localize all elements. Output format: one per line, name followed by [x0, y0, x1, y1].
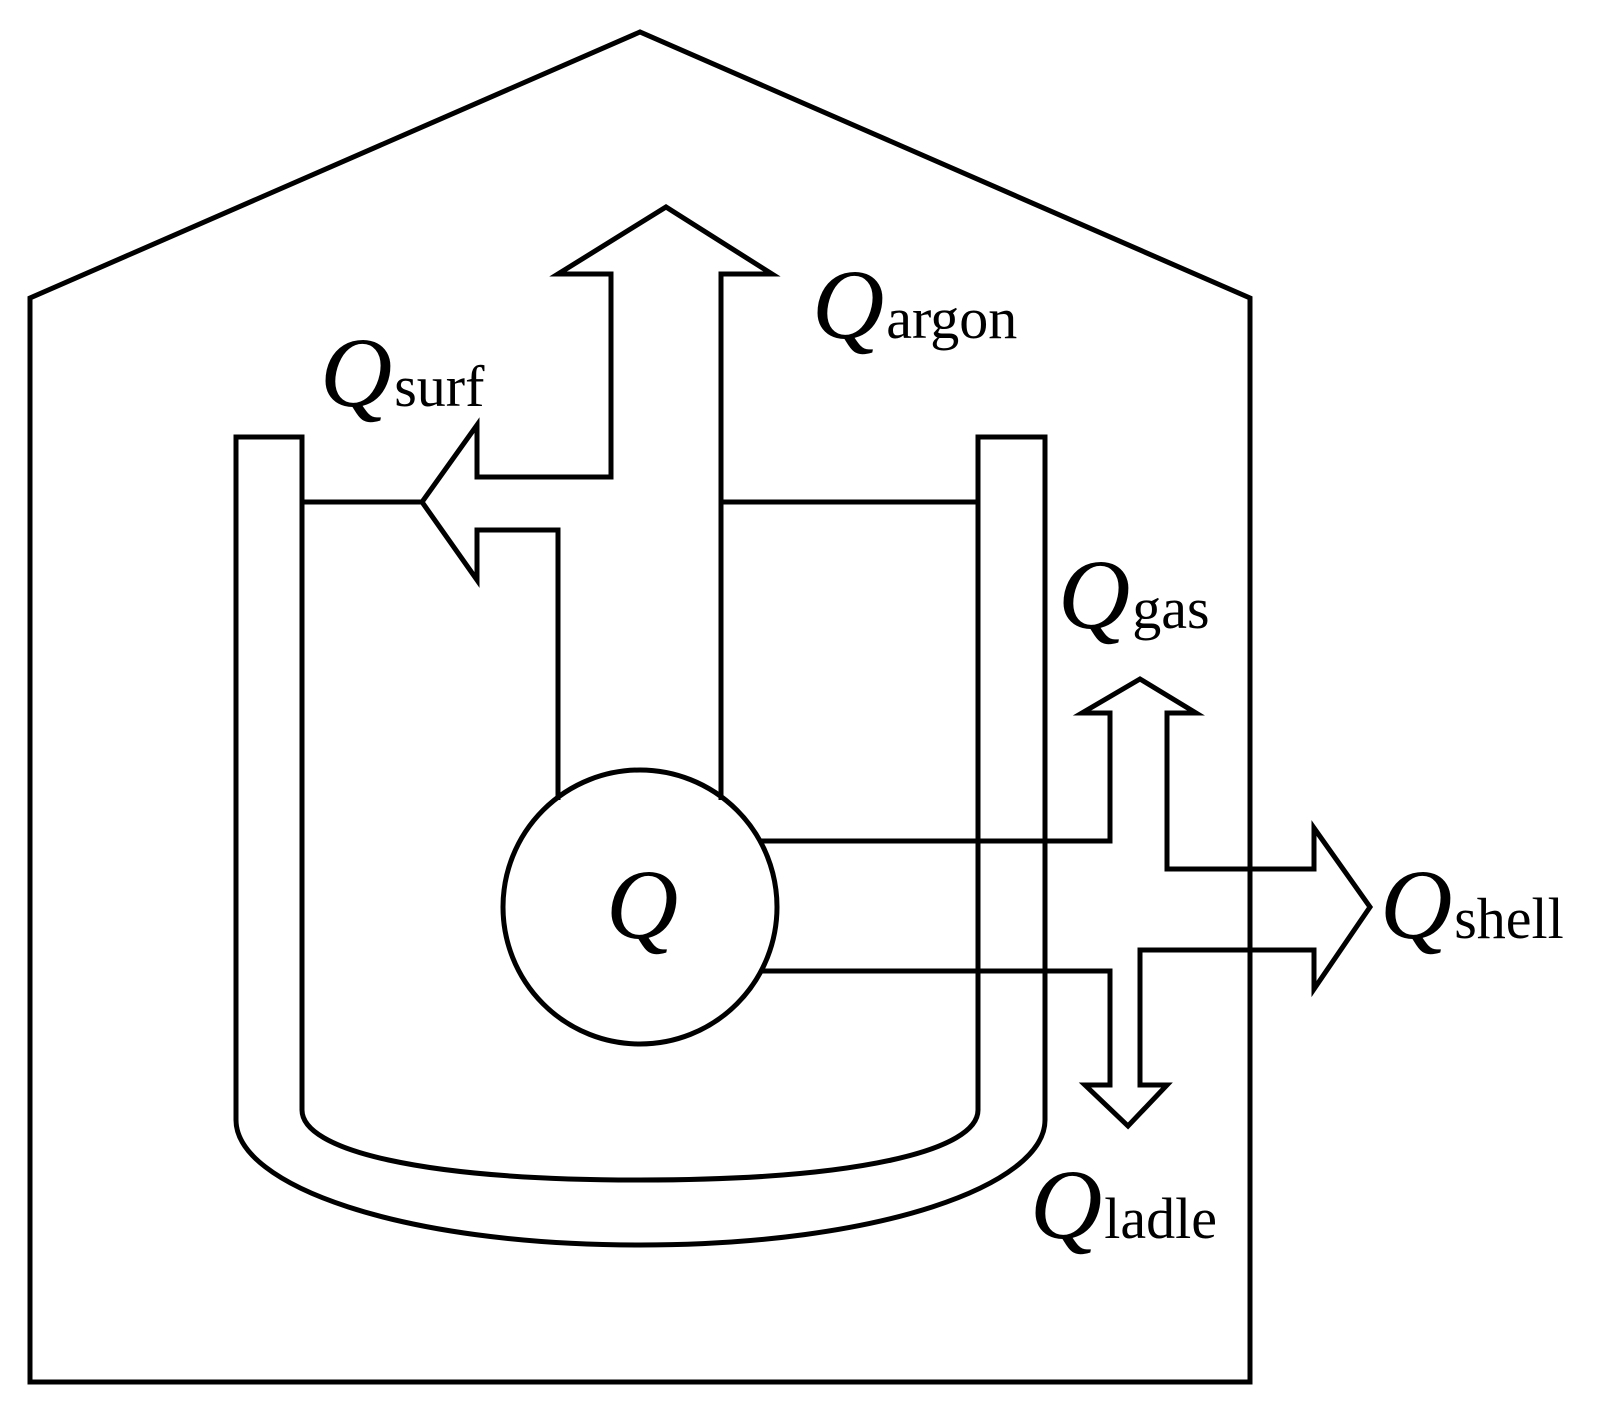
label-q-argon: Qargon [812, 249, 1017, 360]
label-center-q: Q [606, 849, 678, 960]
label-q-shell: Qshell [1380, 849, 1564, 960]
shell-flow-band [760, 676, 1374, 1130]
ladle-wall [233, 434, 1048, 1248]
label-q-surf: Qsurf [320, 317, 485, 428]
label-q-gas: Qgas [1058, 539, 1210, 650]
enclosure-outline [27, 29, 1253, 1385]
heat-source-circle [500, 767, 780, 1047]
argon-flow-band-right [418, 204, 781, 800]
label-q-ladle: Qladle [1030, 1149, 1217, 1260]
